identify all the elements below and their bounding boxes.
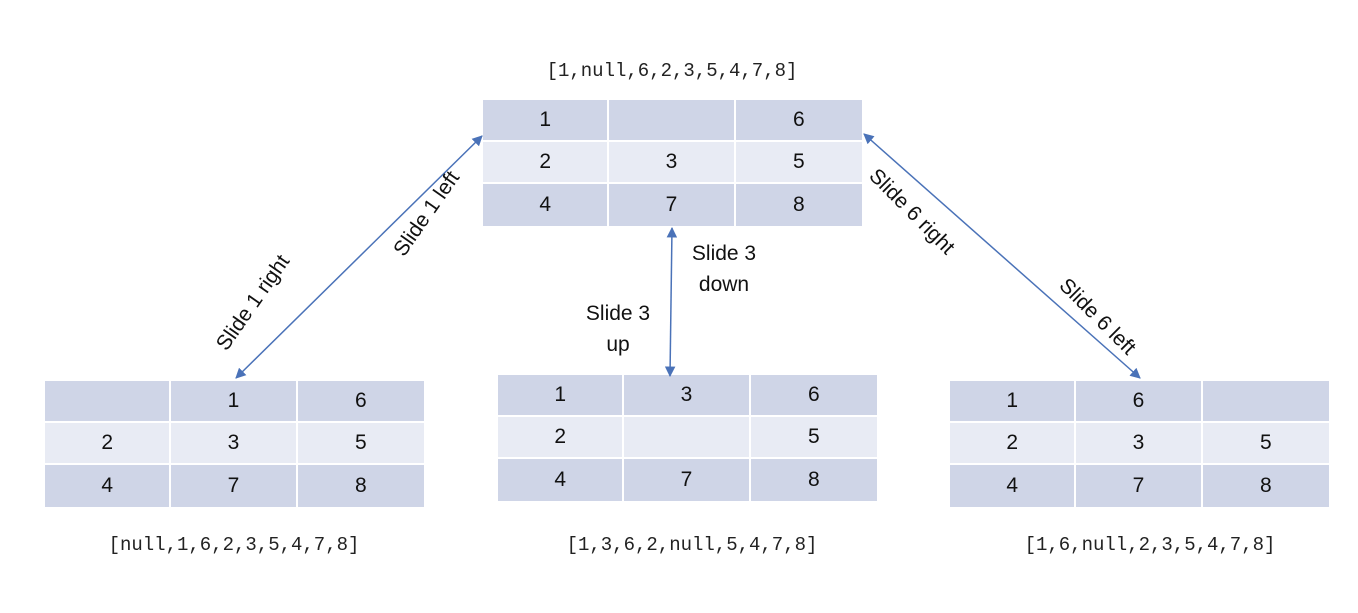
left-cell-8: 7 [171, 465, 298, 507]
right-cell-5: 3 [1076, 423, 1203, 465]
right-cell-6: 5 [1202, 423, 1329, 465]
middle-state-caption: [1,3,6,2,null,5,4,7,8] [566, 534, 818, 556]
left-board: 1 6 2 3 5 4 7 8 [45, 381, 424, 507]
top-cell-2 [609, 100, 736, 142]
top-cell-4: 2 [483, 142, 610, 184]
left-cell-4: 2 [45, 423, 172, 465]
middle-cell-9: 8 [750, 459, 877, 501]
middle-cell-2: 3 [624, 375, 751, 417]
top-cell-1: 1 [483, 100, 610, 142]
left-state-caption: [null,1,6,2,3,5,4,7,8] [108, 534, 360, 556]
left-cell-3: 6 [297, 381, 424, 423]
left-cell-5: 3 [171, 423, 298, 465]
middle-cell-8: 7 [624, 459, 751, 501]
middle-cell-6: 5 [750, 417, 877, 459]
middle-cell-4: 2 [498, 417, 625, 459]
left-cell-1 [45, 381, 172, 423]
middle-board: 1 3 6 2 5 4 7 8 [498, 375, 877, 501]
top-board: 1 6 2 3 5 4 7 8 [483, 100, 862, 226]
arrow-slide1 [235, 135, 483, 379]
label-slide3-up-line1: Slide 3 [585, 302, 651, 325]
left-cell-2: 1 [171, 381, 298, 423]
right-state-caption: [1,6,null,2,3,5,4,7,8] [1024, 534, 1276, 556]
right-board: 1 6 2 3 5 4 7 8 [950, 381, 1329, 507]
label-slide3-down-line1: Slide 3 [691, 242, 757, 265]
label-slide3-up: Slide 3 up [574, 298, 662, 360]
right-cell-9: 8 [1202, 465, 1329, 507]
right-cell-4: 2 [950, 423, 1077, 465]
left-cell-6: 5 [297, 423, 424, 465]
left-cell-9: 8 [297, 465, 424, 507]
top-state-caption: [1,null,6,2,3,5,4,7,8] [546, 60, 798, 82]
right-cell-7: 4 [950, 465, 1077, 507]
right-cell-2: 6 [1076, 381, 1203, 423]
middle-cell-1: 1 [498, 375, 625, 417]
right-cell-1: 1 [950, 381, 1077, 423]
label-slide3-down: Slide 3 down [680, 238, 768, 300]
label-slide3-up-line2: up [606, 333, 630, 356]
top-cell-7: 4 [483, 184, 610, 226]
middle-cell-3: 6 [750, 375, 877, 417]
top-cell-3: 6 [735, 100, 862, 142]
top-cell-6: 5 [735, 142, 862, 184]
arrow-slide3 [664, 226, 678, 378]
middle-cell-7: 4 [498, 459, 625, 501]
right-cell-8: 7 [1076, 465, 1203, 507]
top-cell-9: 8 [735, 184, 862, 226]
label-slide3-down-line2: down [698, 273, 750, 296]
left-cell-7: 4 [45, 465, 172, 507]
top-cell-8: 7 [609, 184, 736, 226]
right-cell-3 [1202, 381, 1329, 423]
top-cell-5: 3 [609, 142, 736, 184]
middle-cell-5 [624, 417, 751, 459]
arrow-slide6 [863, 133, 1141, 379]
